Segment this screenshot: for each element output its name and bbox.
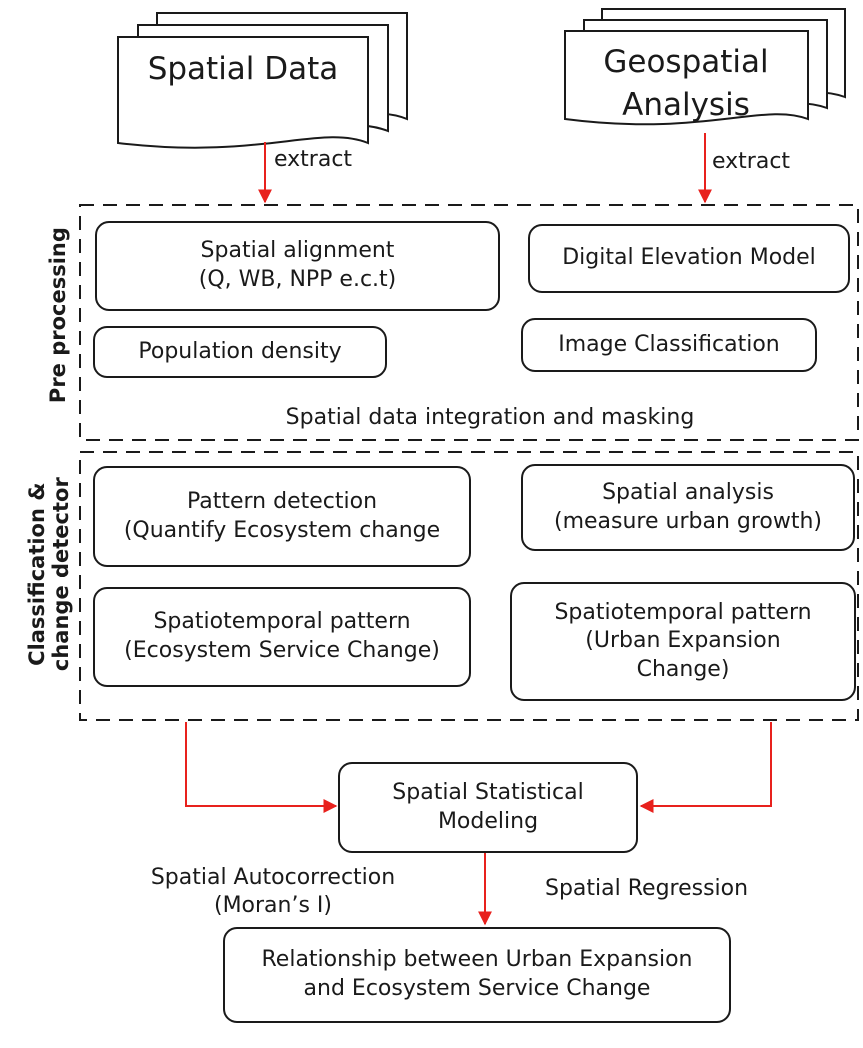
- spatiotemporal-urban-line2: (Urban Expansion: [585, 628, 781, 654]
- image-classification-label: Image Classification: [558, 331, 780, 357]
- classification-label-line2: change detector: [49, 477, 73, 672]
- classification-label-line1: Classification &: [24, 482, 49, 666]
- result-line1: Relationship between Urban Expansion: [261, 947, 693, 973]
- dem-label: Digital Elevation Model: [562, 245, 816, 271]
- spatial-data-document: [117, 12, 408, 149]
- geospatial-title-line2: Analysis: [622, 87, 750, 123]
- spatiotemporal-ecosystem-line2: (Ecosystem Service Change): [124, 638, 440, 663]
- spatiotemporal-urban-line1: Spatiotemporal pattern: [554, 599, 812, 625]
- spatial-alignment-line2: (Q, WB, NPP e.c.t): [198, 267, 397, 292]
- spatiotemporal-urban-box: Spatiotemporal pattern (Urban Expansion …: [510, 582, 856, 701]
- spatial-analysis-box: Spatial analysis (measure urban growth): [521, 464, 855, 551]
- integration-label: Spatial data integration and masking: [285, 405, 695, 430]
- spatiotemporal-urban-line3: Change): [636, 656, 730, 682]
- relationship-result-box: Relationship between Urban Expansion and…: [223, 927, 731, 1023]
- geospatial-title-line1: Geospatial: [603, 44, 769, 80]
- extract-label-right: extract: [712, 149, 791, 174]
- population-density-box: Population density: [93, 326, 387, 378]
- extract-label-left: extract: [274, 147, 353, 172]
- autocorrection-line1: Spatial Autocorrection: [150, 865, 396, 890]
- spatial-analysis-line1: Spatial analysis: [602, 479, 774, 505]
- spatial-data-title: Spatial Data: [147, 51, 339, 87]
- regression-label: Spatial Regression: [545, 876, 749, 901]
- pattern-detection-line1: Pattern detection: [186, 488, 378, 514]
- autocorrection-label: Spatial Autocorrection (Moran’s I): [128, 864, 418, 919]
- dem-box: Digital Elevation Model: [528, 224, 850, 293]
- classification-frame: [79, 451, 859, 721]
- pattern-detection-box: Pattern detection (Quantify Ecosystem ch…: [93, 466, 471, 567]
- right-to-modeling-arrow: [639, 722, 772, 813]
- spatiotemporal-ecosystem-box: Spatiotemporal pattern (Ecosystem Servic…: [93, 587, 471, 687]
- autocorrection-line2: (Moran’s I): [213, 892, 332, 918]
- modeling-line1: Spatial Statistical: [392, 779, 584, 805]
- image-classification-box: Image Classification: [521, 318, 817, 372]
- geospatial-analysis-document: [564, 8, 846, 126]
- spatial-alignment-line1: Spatial alignment: [200, 238, 395, 264]
- spatial-statistical-modeling-box: Spatial Statistical Modeling: [338, 762, 638, 853]
- population-density-label: Population density: [138, 338, 342, 364]
- left-to-modeling-arrow: [185, 722, 338, 813]
- spatial-analysis-line2: (measure urban growth): [553, 508, 823, 534]
- spatiotemporal-ecosystem-line1: Spatiotemporal pattern: [153, 609, 411, 635]
- classification-section-label: Classification & change detector: [25, 464, 73, 684]
- modeling-line2: Modeling: [437, 808, 539, 834]
- preprocessing-section-label: Pre processing: [45, 227, 70, 404]
- result-line2: and Ecosystem Service Change: [303, 976, 651, 1001]
- pattern-detection-line2: (Quantify Ecosystem change: [123, 517, 441, 543]
- spatial-alignment-box: Spatial alignment (Q, WB, NPP e.c.t): [95, 221, 500, 311]
